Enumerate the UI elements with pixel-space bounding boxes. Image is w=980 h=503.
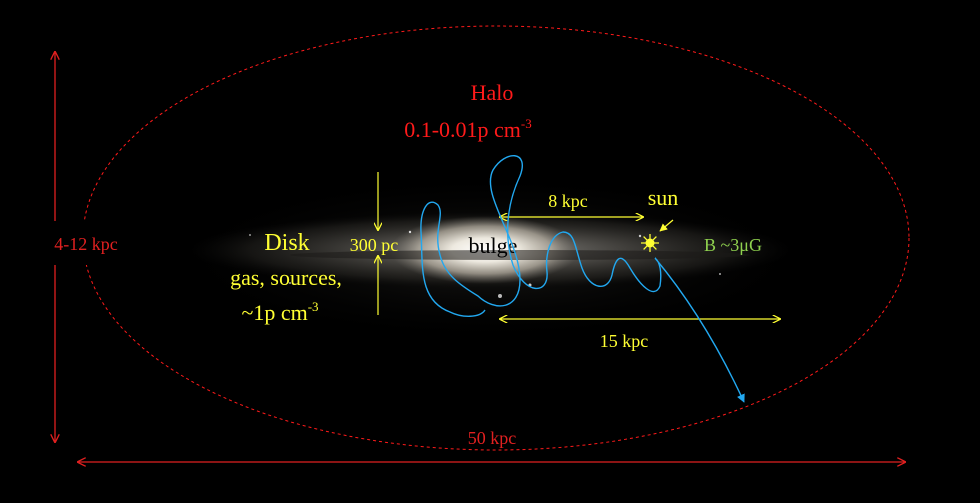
width-label: 50 kpc (468, 428, 517, 448)
sun-pointer-arrow (659, 219, 674, 232)
halo-density-value: 0.1-0.01p cm (404, 117, 521, 142)
halo-label: Halo (471, 80, 514, 105)
sun-label: sun (648, 185, 679, 210)
halo-boundary (82, 25, 910, 451)
disk-composition-label: gas, sources, (230, 265, 342, 290)
disk-density-label: ~1p cm-3 (241, 299, 318, 325)
cosmic-ray-trajectory (420, 155, 744, 402)
disk-radius-label: 15 kpc (600, 331, 649, 351)
disk-density-value: ~1p cm (241, 300, 307, 325)
disk-label: Disk (264, 230, 309, 256)
disk-density-exponent: -3 (308, 299, 319, 314)
thickness-label: 300 pc (350, 235, 399, 255)
halo-density-label: 0.1-0.01p cm-3 (404, 116, 532, 142)
sun-icon (641, 234, 659, 252)
halo-density-exponent: -3 (521, 116, 532, 131)
magnetic-field-label: B ~3μG (704, 235, 762, 255)
sun-distance-label: 8 kpc (548, 191, 588, 211)
height-label-box (25, 221, 148, 265)
height-label: 4-12 kpc (54, 234, 117, 254)
galaxy-image (160, 173, 820, 343)
